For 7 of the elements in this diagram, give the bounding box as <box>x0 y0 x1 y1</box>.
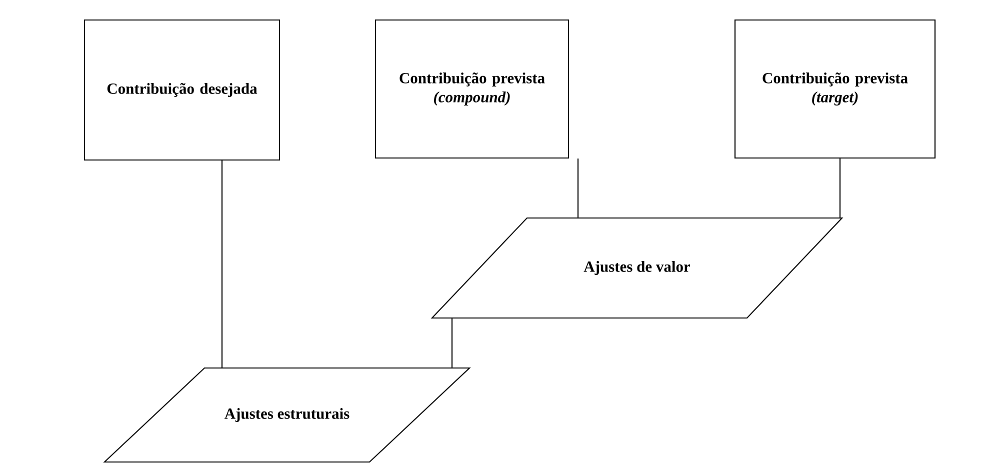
connector-line <box>839 158 841 218</box>
connector-line <box>577 158 579 218</box>
connector-line <box>451 318 453 368</box>
text-box: Contribuição desejada <box>84 19 280 161</box>
text-box: Contribuição prevista (compound) <box>374 19 570 159</box>
text-box: Contribuição prevista (target) <box>734 19 936 159</box>
connector-line <box>221 160 223 368</box>
